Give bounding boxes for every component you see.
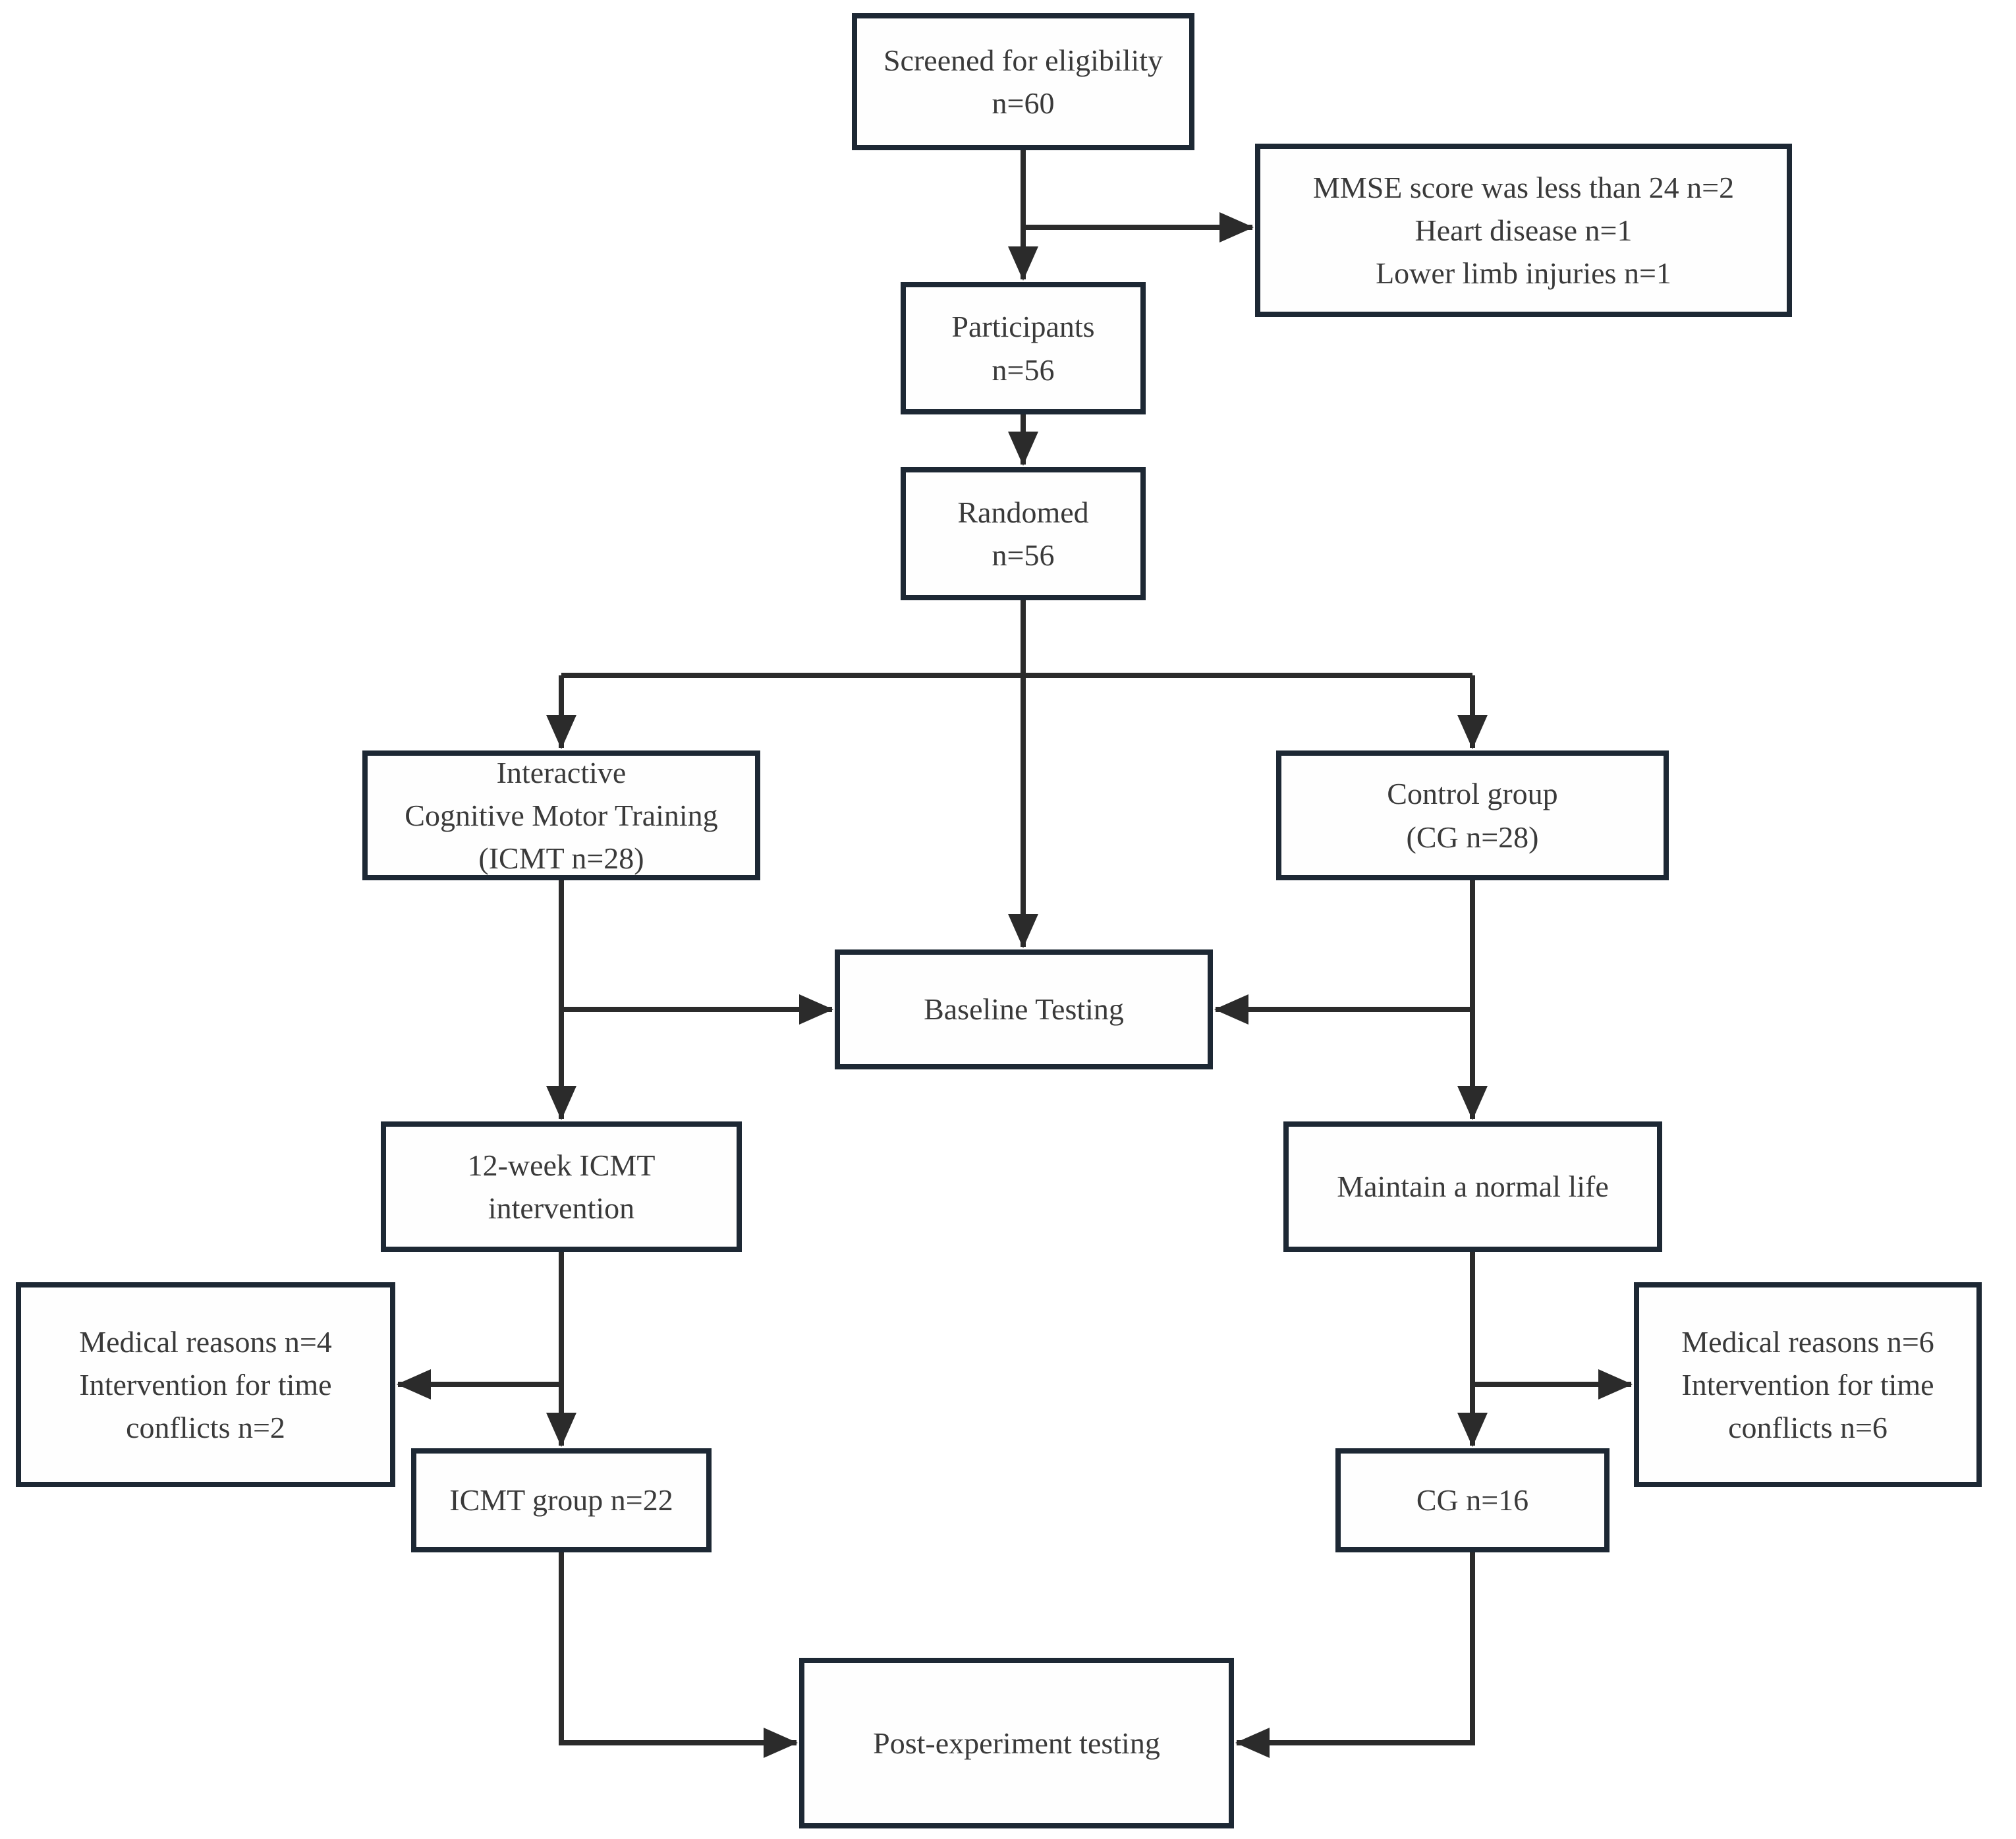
node-12-week-icmt-intervention: 12-week ICMT intervention bbox=[381, 1121, 742, 1252]
node-post-experiment-testing: Post-experiment testing bbox=[799, 1658, 1234, 1828]
node-baseline-testing: Baseline Testing bbox=[835, 949, 1213, 1069]
node-text-line: Medical reasons n=6 bbox=[1681, 1324, 1934, 1359]
node-text-line: intervention bbox=[488, 1191, 635, 1225]
node-text-line: ICMT group n=22 bbox=[449, 1483, 673, 1517]
node-participants: Participants n=56 bbox=[901, 282, 1146, 414]
node-text-line: Medical reasons n=4 bbox=[79, 1324, 332, 1359]
node-text-line: Intervention for time bbox=[79, 1367, 332, 1401]
node-text-line: Cognitive Motor Training bbox=[405, 798, 718, 832]
node-text-line: n=56 bbox=[992, 538, 1055, 572]
node-text-line: n=56 bbox=[992, 353, 1055, 387]
node-icmt-group-final: ICMT group n=22 bbox=[411, 1448, 712, 1552]
node-text-line: Heart disease n=1 bbox=[1414, 213, 1633, 247]
node-cg-group-final: CG n=16 bbox=[1335, 1448, 1610, 1552]
node-text-line: Interactive bbox=[496, 755, 627, 789]
connector-cg-group-to-post bbox=[1235, 1552, 1475, 1758]
node-dropout-right: Medical reasons n=6 Intervention for tim… bbox=[1634, 1282, 1982, 1487]
node-text-line: n=60 bbox=[992, 86, 1055, 120]
node-text-line: conflicts n=6 bbox=[1728, 1411, 1888, 1445]
node-icmt-group-allocation: Interactive Cognitive Motor Training (IC… bbox=[362, 750, 760, 880]
node-text-line: (CG n=28) bbox=[1406, 820, 1539, 854]
node-text-line: Control group bbox=[1387, 777, 1558, 811]
node-text-line: Post-experiment testing bbox=[873, 1726, 1160, 1760]
node-maintain-normal-life: Maintain a normal life bbox=[1283, 1121, 1662, 1252]
connector-icmt-group-to-post bbox=[559, 1552, 798, 1758]
node-screened-for-eligibility: Screened for eligibility n=60 bbox=[852, 13, 1194, 150]
node-text-line: CG n=16 bbox=[1416, 1483, 1529, 1517]
node-text-line: MMSE score was less than 24 n=2 bbox=[1312, 170, 1735, 204]
node-text-line: Participants bbox=[951, 310, 1095, 344]
node-dropout-left: Medical reasons n=4 Intervention for tim… bbox=[16, 1282, 395, 1487]
node-text-line: Lower limb injuries n=1 bbox=[1376, 256, 1671, 291]
node-text-line: Randomed bbox=[957, 495, 1089, 529]
node-text-line: Screened for eligibility bbox=[883, 43, 1163, 77]
node-text-line: conflicts n=2 bbox=[126, 1411, 285, 1445]
node-randomed: Randomed n=56 bbox=[901, 467, 1146, 600]
node-control-group-allocation: Control group (CG n=28) bbox=[1276, 750, 1669, 880]
node-text-line: (ICMT n=28) bbox=[478, 841, 644, 876]
node-excluded-reasons: MMSE score was less than 24 n=2 Heart di… bbox=[1255, 144, 1792, 317]
node-text-line: Intervention for time bbox=[1681, 1367, 1934, 1401]
node-text-line: Maintain a normal life bbox=[1337, 1170, 1609, 1204]
node-text-line: 12-week ICMT bbox=[467, 1148, 656, 1182]
node-text-line: Baseline Testing bbox=[924, 992, 1124, 1027]
